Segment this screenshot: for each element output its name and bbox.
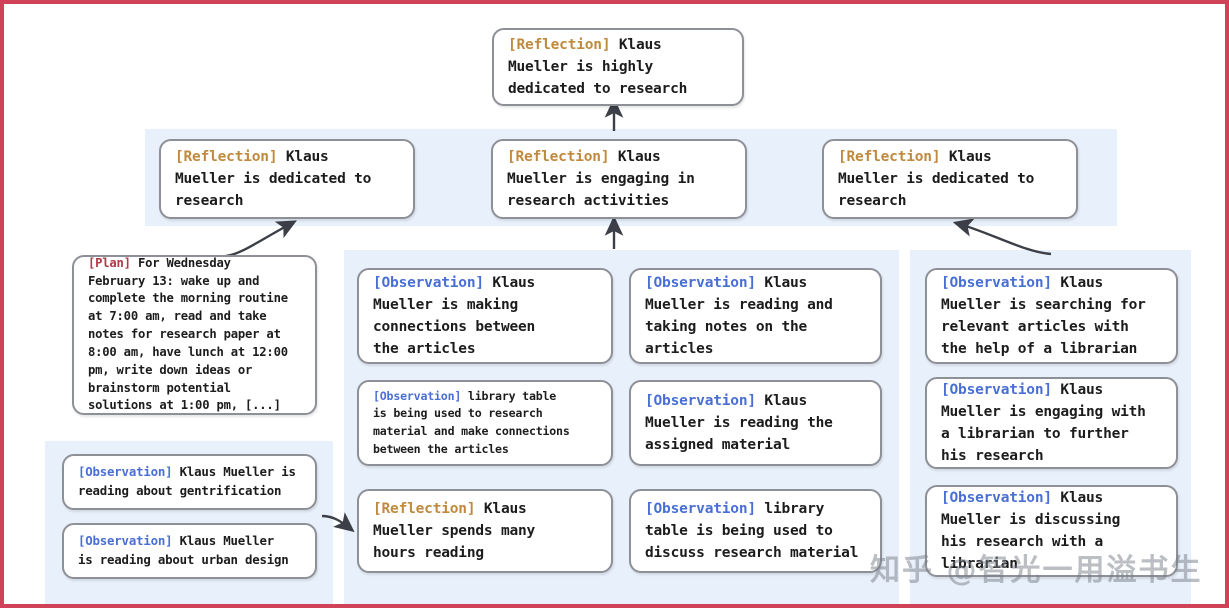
node-reflection-right[interactable]: [Reflection] Klaus Mueller is dedicated … bbox=[822, 139, 1078, 219]
node-body: For Wednesday February 13: wake up and c… bbox=[88, 255, 288, 413]
node-plan[interactable]: [Plan] For Wednesday February 13: wake u… bbox=[72, 255, 317, 415]
node-text: [Observation] Klaus Mueller is searching… bbox=[941, 272, 1146, 360]
tag-observation: [Observation] bbox=[78, 533, 173, 549]
node-text: [Reflection] Klaus Mueller is dedicated … bbox=[175, 146, 371, 212]
node-observation-bl1[interactable]: [Observation] Klaus Mueller is reading a… bbox=[62, 454, 317, 510]
node-observation-c2[interactable]: [Observation] Klaus Mueller is engaging … bbox=[925, 377, 1178, 469]
tag-observation: [Observation] bbox=[941, 489, 1052, 506]
node-text: [Observation] Klaus Mueller is reading a… bbox=[78, 463, 296, 500]
node-body: Klaus Mueller is highly dedicated to res… bbox=[508, 36, 688, 98]
tag-observation: [Observation] bbox=[373, 274, 484, 291]
tag-observation: [Observation] bbox=[645, 500, 756, 517]
node-observation-c1[interactable]: [Observation] Klaus Mueller is searching… bbox=[925, 268, 1178, 364]
tag-reflection: [Reflection] bbox=[175, 148, 278, 165]
node-observation-bl2[interactable]: [Observation] Klaus Mueller is reading a… bbox=[62, 523, 317, 579]
tag-observation: [Observation] bbox=[373, 388, 462, 403]
node-text: [Observation] Klaus Mueller is reading t… bbox=[645, 390, 833, 456]
node-text: [Observation] library table is being use… bbox=[645, 498, 858, 564]
node-body: Klaus Mueller is reading the assigned ma… bbox=[645, 392, 833, 454]
node-reflection-a3[interactable]: [Reflection] Klaus Mueller spends many h… bbox=[357, 489, 613, 573]
node-body: Klaus Mueller is making connections betw… bbox=[373, 274, 536, 358]
node-body: library table is being used to discuss r… bbox=[645, 500, 859, 562]
node-body: Klaus Mueller spends many hours reading bbox=[373, 500, 536, 562]
tag-plan: [Plan] bbox=[88, 255, 131, 270]
node-text: [Observation] Klaus Mueller is reading a… bbox=[78, 532, 289, 569]
node-observation-a2[interactable]: [Observation] library table is being use… bbox=[357, 380, 613, 466]
node-body: Klaus Mueller is searching for relevant … bbox=[941, 274, 1146, 358]
node-observation-b1[interactable]: [Observation] Klaus Mueller is reading a… bbox=[629, 268, 882, 364]
node-observation-b2[interactable]: [Observation] Klaus Mueller is reading t… bbox=[629, 380, 882, 466]
node-body: Klaus Mueller is discussing his research… bbox=[941, 489, 1121, 573]
node-body: library table is being used to research … bbox=[373, 388, 570, 456]
tag-reflection: [Reflection] bbox=[373, 500, 476, 517]
node-body: Klaus Mueller is dedicated to research bbox=[175, 148, 372, 210]
node-body: Klaus Mueller is engaging with a librari… bbox=[941, 381, 1146, 465]
node-body: Klaus Mueller is reading about gentrific… bbox=[78, 464, 296, 498]
node-text: [Plan] For Wednesday February 13: wake u… bbox=[88, 255, 288, 415]
node-text: [Reflection] Klaus Mueller is engaging i… bbox=[507, 146, 695, 212]
node-observation-b3[interactable]: [Observation] library table is being use… bbox=[629, 489, 882, 573]
node-text: [Observation] Klaus Mueller is discussin… bbox=[941, 487, 1120, 575]
tag-reflection: [Reflection] bbox=[838, 148, 941, 165]
tag-reflection: [Reflection] bbox=[507, 148, 610, 165]
tag-observation: [Observation] bbox=[645, 392, 756, 409]
node-text: [Observation] Klaus Mueller is engaging … bbox=[941, 379, 1146, 467]
node-body: Klaus Mueller is reading and taking note… bbox=[645, 274, 833, 358]
node-body: Klaus Mueller is dedicated to research bbox=[838, 148, 1035, 210]
node-root-reflection[interactable]: [Reflection] Klaus Mueller is highly ded… bbox=[492, 28, 744, 106]
node-text: [Reflection] Klaus Mueller is dedicated … bbox=[838, 146, 1034, 212]
node-text: [Reflection] Klaus Mueller spends many h… bbox=[373, 498, 535, 564]
node-text: [Observation] Klaus Mueller is reading a… bbox=[645, 272, 833, 360]
tag-observation: [Observation] bbox=[941, 381, 1052, 398]
node-text: [Observation] Klaus Mueller is making co… bbox=[373, 272, 535, 360]
tag-observation: [Observation] bbox=[941, 274, 1052, 291]
node-body: Klaus Mueller is reading about urban des… bbox=[78, 533, 289, 567]
node-observation-a1[interactable]: [Observation] Klaus Mueller is making co… bbox=[357, 268, 613, 364]
tag-reflection: [Reflection] bbox=[508, 36, 611, 53]
node-reflection-left[interactable]: [Reflection] Klaus Mueller is dedicated … bbox=[159, 139, 415, 219]
node-observation-c3[interactable]: [Observation] Klaus Mueller is discussin… bbox=[925, 485, 1178, 577]
tag-observation: [Observation] bbox=[78, 464, 173, 480]
node-reflection-middle[interactable]: [Reflection] Klaus Mueller is engaging i… bbox=[491, 139, 747, 219]
node-body: Klaus Mueller is engaging in research ac… bbox=[507, 148, 695, 210]
tag-observation: [Observation] bbox=[645, 274, 756, 291]
arrow-plan-to-reflection-left bbox=[225, 220, 297, 258]
node-text: [Reflection] Klaus Mueller is highly ded… bbox=[508, 34, 687, 100]
node-text: [Observation] library table is being use… bbox=[373, 388, 570, 458]
